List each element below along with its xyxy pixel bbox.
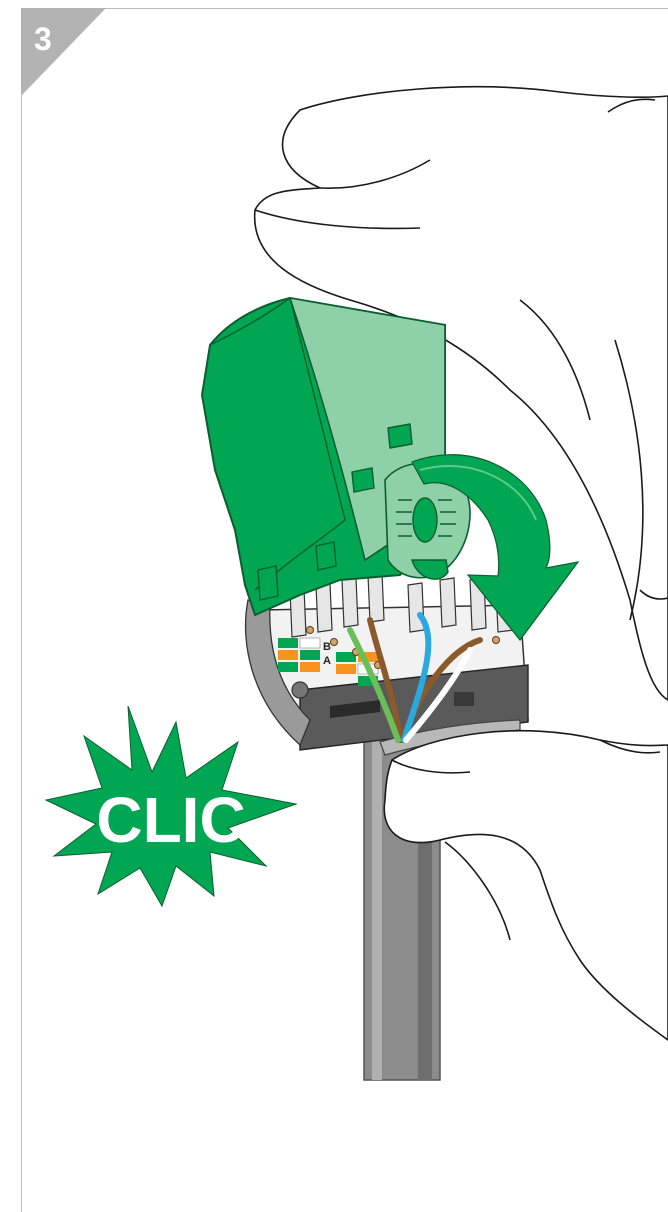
- clic-label: CLIC: [96, 784, 245, 856]
- clic-callout: CLIC: [46, 706, 296, 906]
- step-badge: 3: [21, 8, 106, 96]
- step-number: 3: [34, 21, 52, 57]
- terminal-label-b: B: [323, 641, 331, 653]
- terminal-label-a: A: [323, 655, 331, 667]
